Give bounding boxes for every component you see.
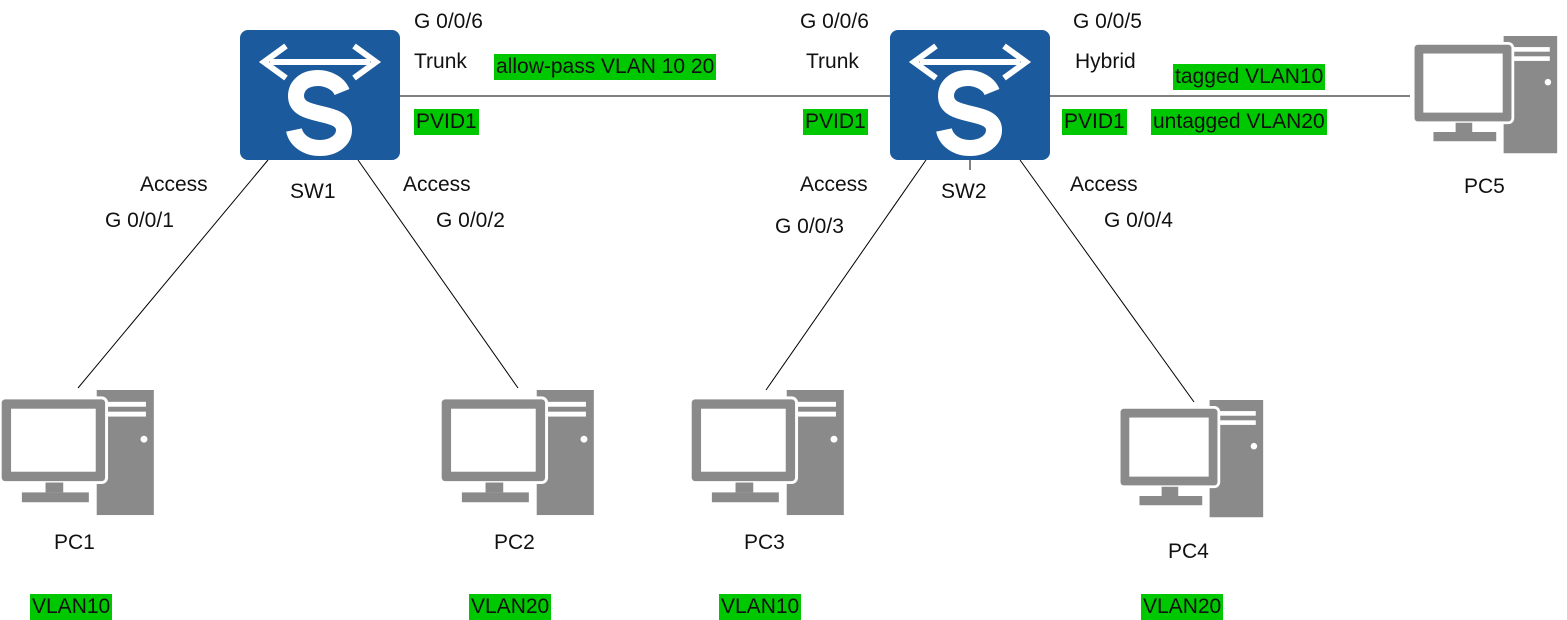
sw2-g006-mode: Trunk bbox=[806, 50, 859, 73]
link-sw1-pc1 bbox=[77, 159, 269, 389]
sw1-g002-mode: Access bbox=[403, 173, 471, 196]
sw2-g004-port: G 0/0/4 bbox=[1104, 209, 1173, 232]
pc4-label: PC4 bbox=[1168, 540, 1209, 563]
sw1-g006-pvid: PVID1 bbox=[414, 109, 479, 135]
pc-icon bbox=[440, 390, 598, 518]
hybrid-tagged-vlan: tagged VLAN10 bbox=[1173, 64, 1326, 90]
switch-icon bbox=[890, 30, 1050, 160]
sw1-label: SW1 bbox=[290, 180, 336, 203]
pc3-vlan: VLAN10 bbox=[719, 594, 802, 620]
pc1-label: PC1 bbox=[54, 531, 95, 554]
sw2-g005-mode: Hybrid bbox=[1075, 50, 1136, 73]
sw2-g003-mode: Access bbox=[800, 173, 868, 196]
sw1-g001-mode: Access bbox=[140, 173, 208, 196]
sw1-g006-mode: Trunk bbox=[414, 50, 467, 73]
sw2-label: SW2 bbox=[941, 180, 987, 203]
pc-icon bbox=[1408, 36, 1566, 156]
sw2-g006-port: G 0/0/6 bbox=[800, 10, 869, 33]
sw2-g006-pvid: PVID1 bbox=[803, 109, 868, 135]
link-sw2-pc3 bbox=[765, 159, 927, 391]
link-sw2-pc4 bbox=[1019, 159, 1195, 403]
sw1-g001-port: G 0/0/1 bbox=[105, 209, 174, 232]
sw2-g004-mode: Access bbox=[1070, 173, 1138, 196]
pc2-vlan: VLAN20 bbox=[469, 594, 552, 620]
pc-icon bbox=[690, 390, 848, 518]
sw2-g005-port: G 0/0/5 bbox=[1073, 10, 1142, 33]
switch-icon bbox=[240, 30, 400, 160]
pc5-label: PC5 bbox=[1464, 175, 1505, 198]
pc-icon bbox=[0, 390, 158, 518]
sw2-g003-port: G 0/0/3 bbox=[775, 215, 844, 238]
link-sw1-pc2 bbox=[357, 159, 519, 389]
hybrid-untagged-vlan: untagged VLAN20 bbox=[1151, 109, 1327, 135]
sw2-g005-pvid: PVID1 bbox=[1062, 109, 1127, 135]
trunk-allow-pass-vlans: allow-pass VLAN 10 20 bbox=[494, 54, 717, 80]
sw1-g006-port: G 0/0/6 bbox=[414, 10, 483, 33]
pc3-label: PC3 bbox=[744, 531, 785, 554]
pc-icon bbox=[1114, 400, 1272, 520]
pc2-label: PC2 bbox=[494, 531, 535, 554]
sw1-g002-port: G 0/0/2 bbox=[436, 209, 505, 232]
pc1-vlan: VLAN10 bbox=[30, 594, 113, 620]
pc4-vlan: VLAN20 bbox=[1141, 594, 1224, 620]
